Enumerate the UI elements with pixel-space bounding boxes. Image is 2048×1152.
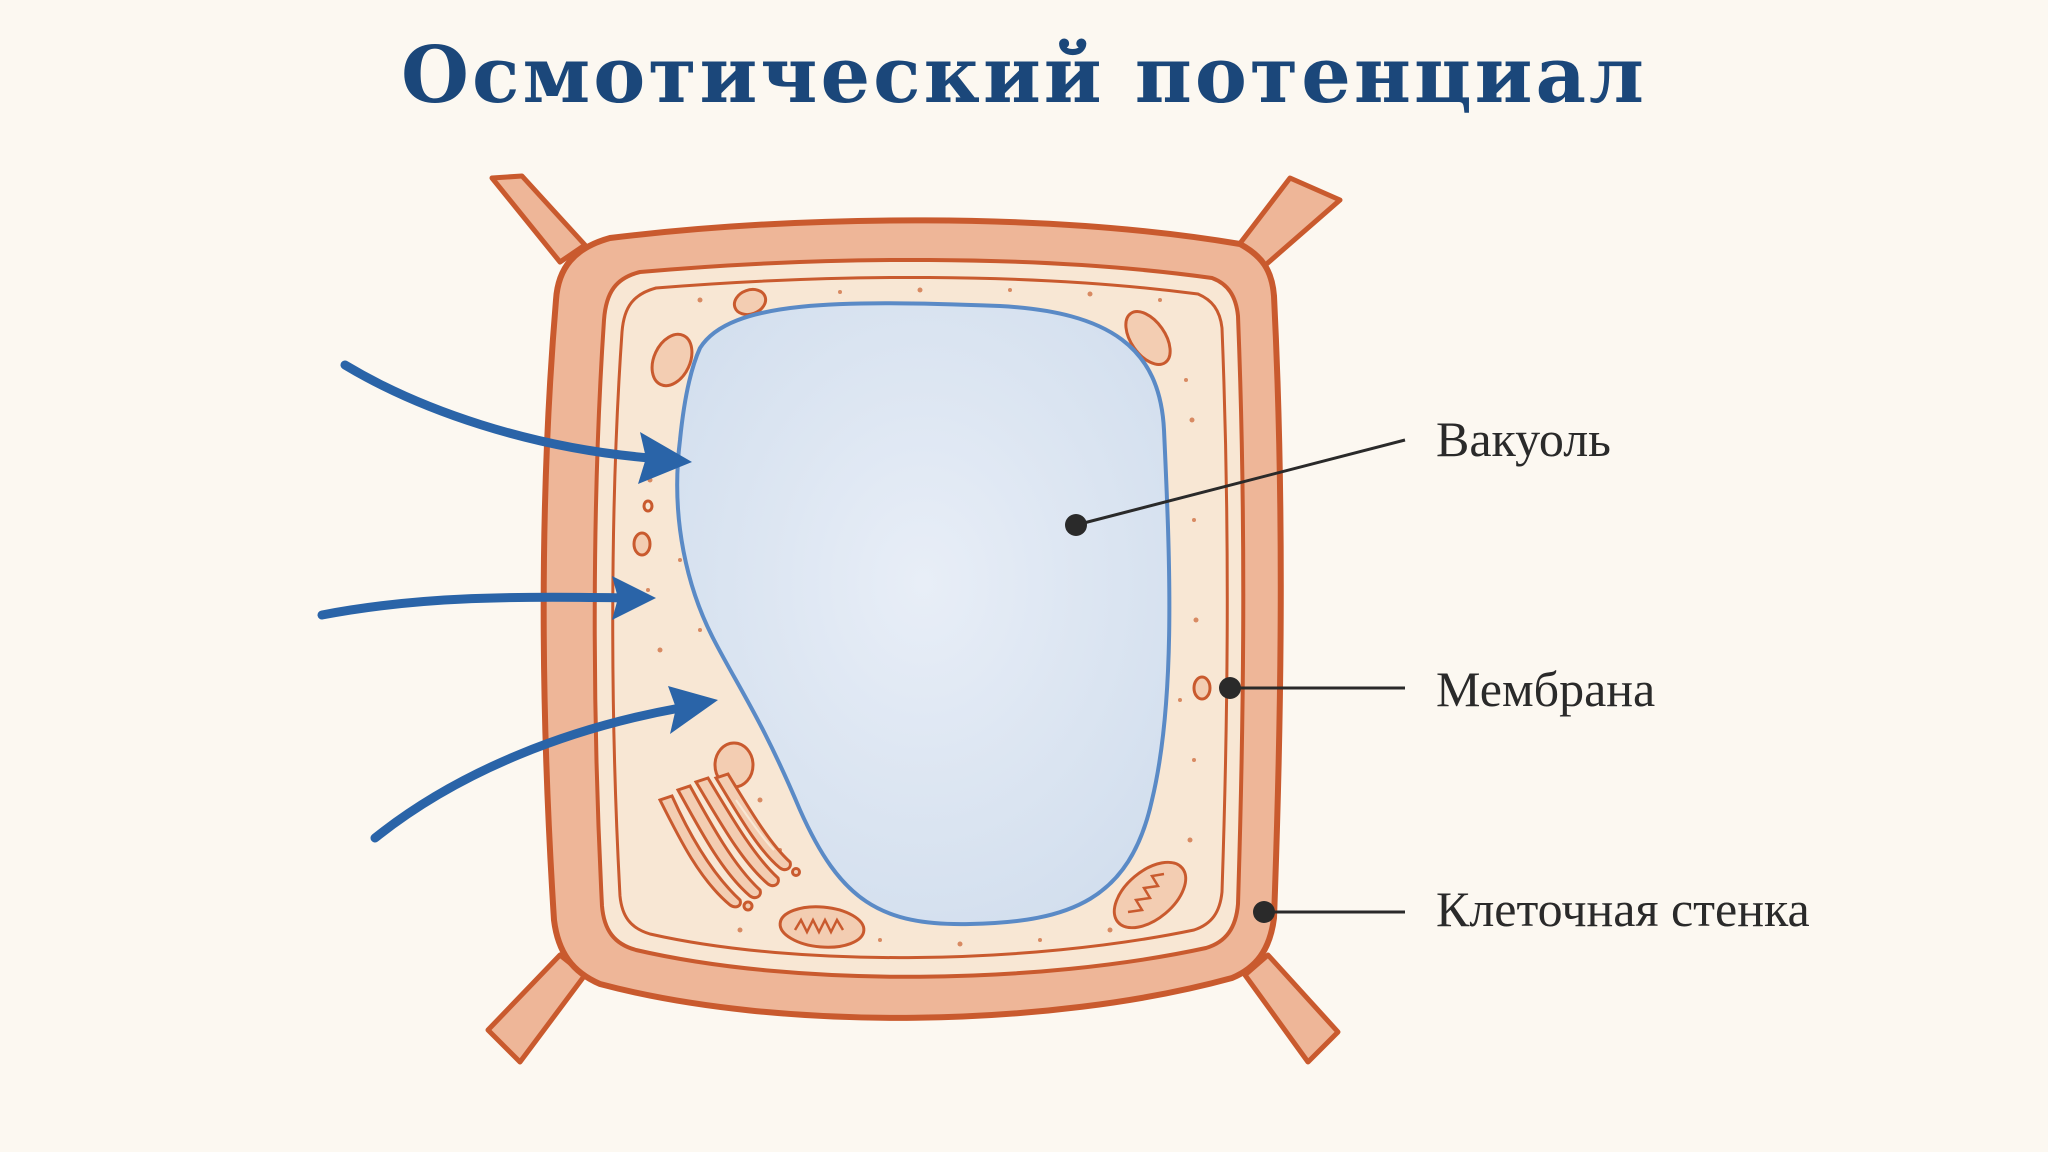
inflow-arrow [370,703,685,843]
leader-dot-vacuole [1065,514,1087,536]
inflow-arrow [340,360,655,463]
wall-extension-top-left [489,173,588,265]
label-cell-wall: Клеточная стенка [1436,881,1810,937]
leader-line-vacuole [1075,438,1406,527]
water-inflow-arrows [317,360,685,843]
label-vacuole: Вакуоль [1436,411,1611,467]
mitochondrion-cristae [793,917,845,935]
arrowhead [612,576,656,620]
inflow-arrow [317,592,635,620]
golgi-apparatus [657,772,801,912]
diagram-title: Осмотический потенциал [401,30,1647,121]
cell-membrane [611,275,1229,960]
label-membrane: Мембрана [1436,661,1656,717]
organelle [642,499,654,513]
leader-lines [1065,438,1406,923]
wall-extension-bottom-left [485,952,588,1065]
organelle [650,332,694,388]
wall-extension-bottom-right [1242,952,1341,1065]
organelle [632,531,652,557]
arrowhead [638,432,692,484]
vacuole [675,301,1172,927]
water-inflow-arrowheads [612,432,718,734]
leader-dot-wall [1253,901,1275,923]
organelle [1192,675,1212,701]
leader-dot-membrane [1219,677,1241,699]
mitochondrion-cristae [1127,872,1165,914]
arrowhead [668,686,718,734]
